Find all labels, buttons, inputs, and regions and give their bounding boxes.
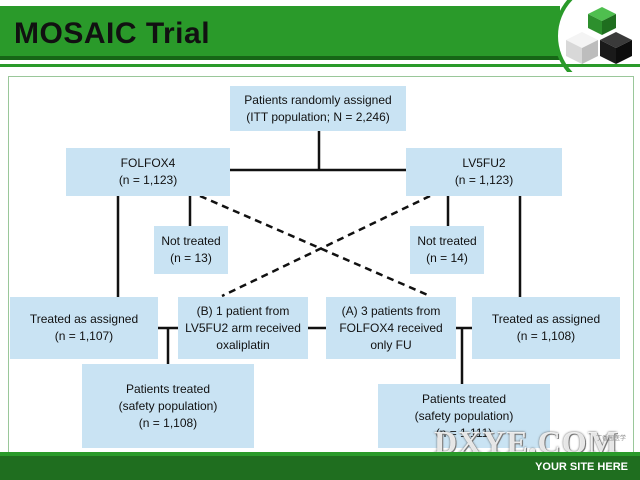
- box-crossover-a-line3: only FU: [370, 337, 412, 352]
- box-randomized-line1: Patients randomly assigned: [244, 92, 392, 107]
- box-safety-right-line2: (safety population): [414, 408, 514, 423]
- box-folfox4-line2: (n = 1,123): [118, 173, 178, 187]
- footer-stripe: [0, 452, 640, 457]
- box-not-treated-right: Not treated (n = 14): [410, 226, 484, 274]
- box-treated-right: Treated as assigned (n = 1,108): [472, 297, 620, 359]
- box-treated-right-line2: (n = 1,108): [516, 329, 576, 343]
- box-not-treated-left: Not treated (n = 13): [154, 226, 228, 274]
- box-folfox4: FOLFOX4 (n = 1,123): [66, 148, 230, 196]
- box-safety-right-line1: Patients treated: [421, 391, 507, 406]
- box-safety-left-line1: Patients treated: [125, 381, 211, 396]
- box-crossover-b: (B) 1 patient from LV5FU2 arm received o…: [178, 297, 308, 359]
- box-safety-left: Patients treated (safety population) (n …: [82, 364, 254, 448]
- box-crossover-a-line1: (A) 3 patients from: [341, 303, 441, 318]
- box-not-treated-right-line2: (n = 14): [426, 251, 468, 265]
- box-treated-left-line2: (n = 1,107): [54, 329, 114, 343]
- box-safety-left-line3: (n = 1,108): [138, 415, 198, 430]
- box-lv5fu2: LV5FU2 (n = 1,123): [406, 148, 562, 196]
- box-safety-left-line2: (safety population): [118, 398, 218, 413]
- footer-site-text: YOUR SITE HERE: [535, 461, 628, 473]
- box-not-treated-left-line1: Not treated: [161, 234, 221, 248]
- dashed-lv5fu2-to-b: [221, 194, 431, 298]
- box-safety-right: Patients treated (safety population) (n …: [378, 384, 550, 448]
- cube-logo-icon: [548, 0, 640, 92]
- box-safety-right-line3: (n = 1,111): [435, 425, 493, 440]
- box-treated-right-line1: Treated as assigned: [491, 312, 601, 326]
- box-folfox4-line1: FOLFOX4: [120, 156, 176, 170]
- watermark-subtext: 丁香园医学: [596, 436, 627, 442]
- box-lv5fu2-line1: LV5FU2: [462, 156, 506, 170]
- box-randomized: Patients randomly assigned (ITT populati…: [230, 86, 406, 131]
- slide-footer: [0, 456, 640, 480]
- box-treated-left: Treated as assigned (n = 1,107): [10, 297, 158, 359]
- box-treated-left-line1: Treated as assigned: [29, 312, 139, 326]
- header-divider: [0, 64, 640, 67]
- box-crossover-b-line1: (B) 1 patient from: [196, 303, 290, 318]
- box-crossover-b-line3: oxaliplatin: [216, 337, 270, 352]
- slide-header: MOSAIC Trial: [0, 0, 640, 92]
- box-lv5fu2-line2: (n = 1,123): [454, 173, 514, 187]
- box-crossover-a-line2: FOLFOX4 received: [339, 320, 443, 335]
- box-crossover-a: (A) 3 patients from FOLFOX4 received onl…: [326, 297, 456, 359]
- box-randomized-line2: (ITT population; N = 2,246): [246, 109, 390, 124]
- dashed-folfox-to-a: [199, 194, 431, 298]
- box-crossover-b-line2: LV5FU2 arm received: [185, 320, 301, 335]
- slide-title: MOSAIC Trial: [14, 17, 211, 50]
- box-not-treated-right-line1: Not treated: [417, 234, 477, 248]
- box-not-treated-left-line2: (n = 13): [170, 251, 212, 265]
- title-bar: [0, 6, 560, 60]
